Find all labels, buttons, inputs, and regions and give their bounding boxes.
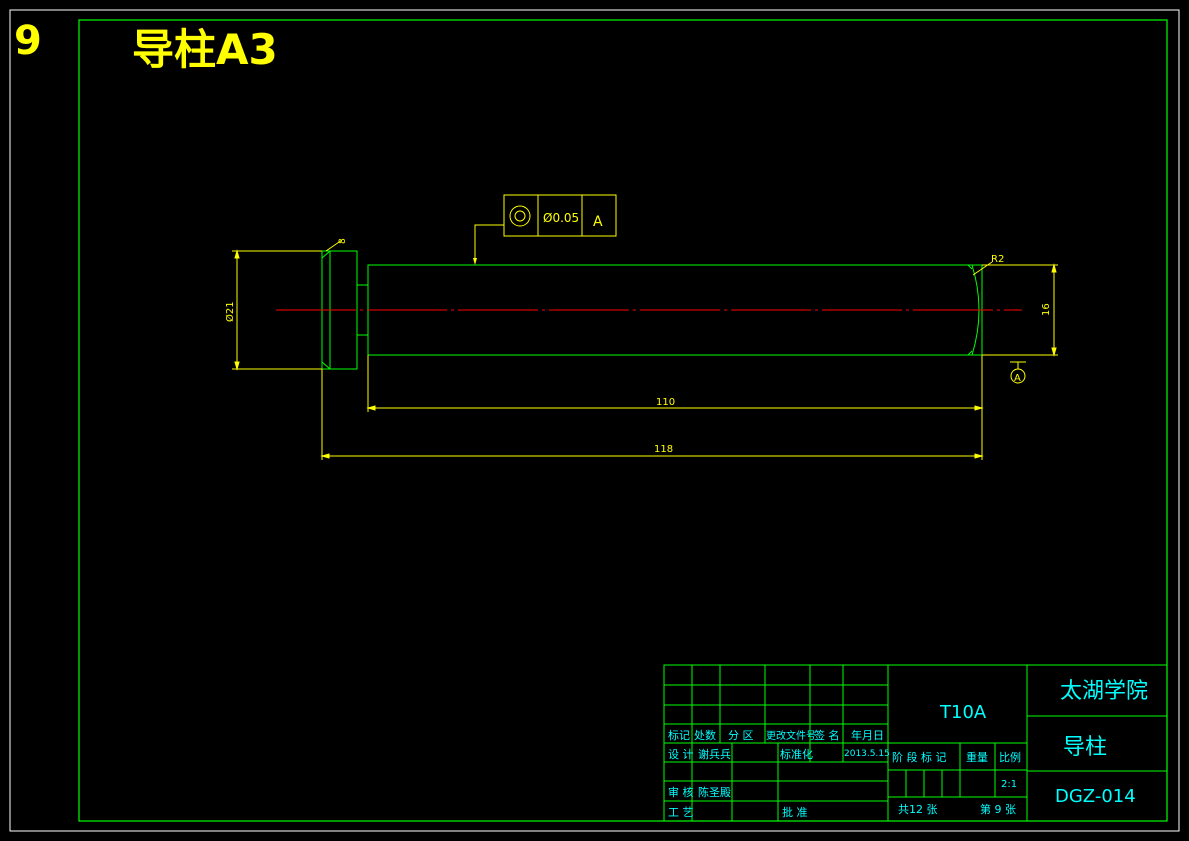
length-110-label: 110 (656, 397, 675, 408)
review-label: 审 核 (668, 785, 694, 799)
rev-header-date: 年月日 (851, 728, 884, 742)
length-118-label: 118 (654, 444, 673, 455)
design-label: 设 计 (668, 748, 694, 761)
standard-label: 标准化 (780, 747, 813, 761)
rev-header-mark: 标记 (668, 728, 690, 742)
designer-name: 谢兵兵 (698, 747, 731, 761)
stage-label: 阶 段 标 记 (892, 750, 947, 764)
diameter-21-label: Ø21 (224, 301, 236, 322)
sheet-number: 9 (14, 18, 42, 64)
datum-a-label: A (1014, 373, 1021, 384)
datum-a-symbol (1010, 361, 1026, 384)
material-label: T10A (939, 702, 987, 723)
length-118-dimension (320, 369, 984, 460)
drawing-number: DGZ-014 (1055, 786, 1136, 807)
diameter-21-dimension (232, 249, 322, 371)
approve-label: 批 准 (782, 805, 808, 819)
sheet-title: 导柱A3 (132, 25, 278, 74)
total-sheets: 共12 张 (898, 803, 938, 816)
process-label: 工 艺 (668, 806, 694, 819)
title-block (663, 664, 1168, 822)
chamfer-label: 8 (338, 238, 348, 244)
rev-header-sign: 签 名 (814, 728, 840, 742)
scale-value: 2:1 (1001, 779, 1017, 790)
rev-header-docno: 更改文件号 (766, 729, 816, 742)
weight-label: 重量 (966, 750, 988, 764)
tolerance-value: Ø0.05 (543, 211, 579, 225)
outer-border (9, 9, 1180, 832)
tolerance-datum: A (593, 214, 603, 230)
sheet-index: 第 9 张 (980, 802, 1016, 816)
geometric-tolerance-frame: Ø0.05 A (473, 194, 617, 265)
rev-header-count: 处数 (694, 729, 716, 742)
drawing-frame (78, 19, 1168, 822)
scale-label: 比例 (999, 750, 1021, 764)
radius-label: R2 (991, 254, 1004, 265)
part-name: 导柱 (1063, 735, 1107, 760)
height-16-label: 16 (1041, 303, 1052, 316)
height-16-dimension (982, 263, 1058, 357)
concentricity-icon (509, 205, 531, 227)
school-name: 太湖学院 (1060, 679, 1148, 704)
reviewer-name: 陈圣殿 (698, 785, 731, 799)
design-date: 2013.5.15 (844, 749, 890, 759)
length-110-dimension (366, 355, 984, 460)
rev-header-zone: 分 区 (728, 729, 754, 742)
